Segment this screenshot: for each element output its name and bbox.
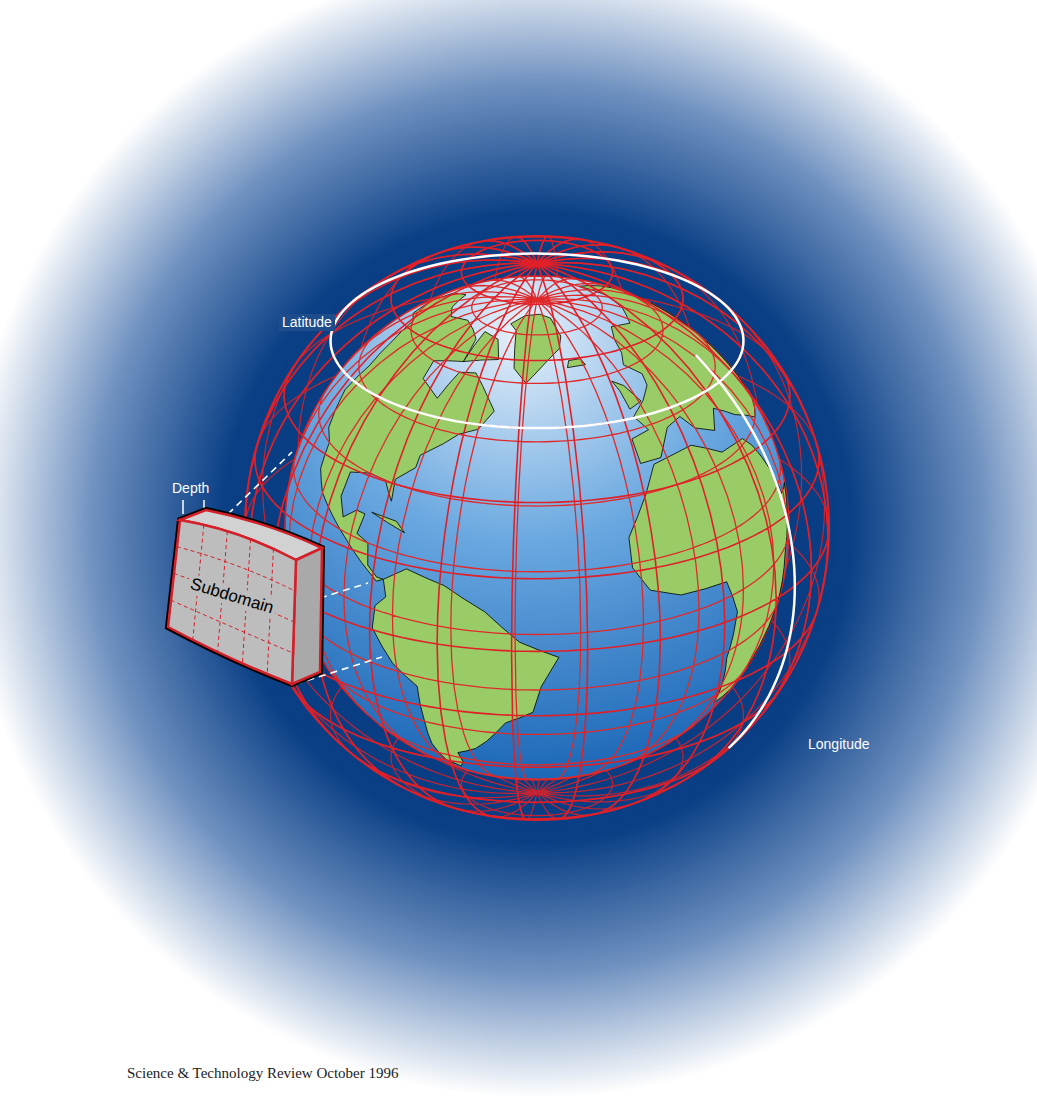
leader-line <box>320 583 368 598</box>
grid-cell-line <box>174 574 294 623</box>
shell-grid-front <box>245 236 829 820</box>
shell-outline <box>245 236 829 820</box>
subdomain-block: Subdomain <box>160 500 330 695</box>
latitude-ring <box>331 254 744 429</box>
block-front-face <box>168 520 296 684</box>
land-mass <box>511 314 561 383</box>
axis-label: Depth <box>169 480 212 497</box>
caption: Science & Technology Review October 1996 <box>127 1065 399 1082</box>
longitude-arc <box>696 355 795 748</box>
shell-grid-back <box>245 236 829 820</box>
land-mass <box>629 439 788 703</box>
land-mass <box>372 569 559 766</box>
axis-label: Longitude <box>805 736 873 753</box>
depth-bracket <box>182 500 184 514</box>
axis-label: Latitude <box>279 314 335 331</box>
land-mass <box>372 512 405 533</box>
block-outline <box>168 510 322 684</box>
leader-line <box>228 452 292 514</box>
